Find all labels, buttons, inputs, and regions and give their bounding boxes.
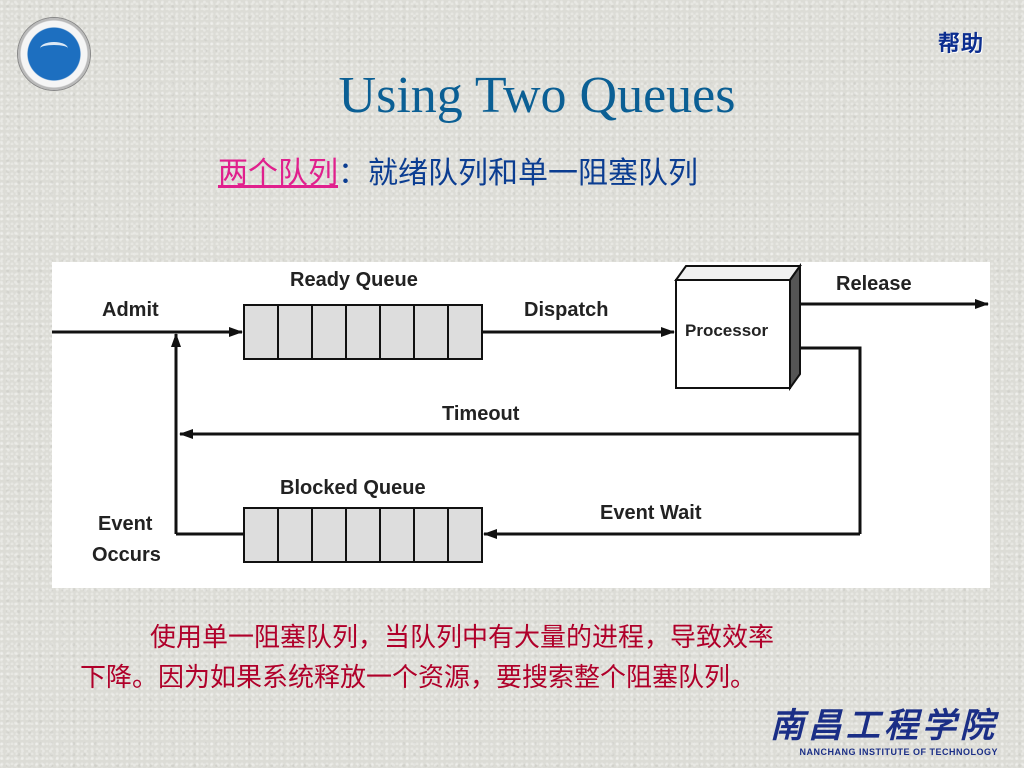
- blocked-queue-label: Blocked Queue: [280, 477, 426, 499]
- ready-queue: [243, 304, 483, 360]
- dispatch-label: Dispatch: [524, 299, 608, 321]
- processor-box: [674, 262, 802, 392]
- subtitle-text: ：就绪队列和单一阻塞队列: [338, 156, 698, 191]
- slide-title: Using Two Queues: [338, 67, 736, 124]
- processor-label: Processor: [685, 321, 769, 340]
- paragraph-line-2: 下降。因为如果系统释放一个资源，要搜索整个阻塞队列。: [80, 663, 757, 693]
- paragraph-line-1: 使用单一阻塞队列，当队列中有大量的进程，导致效率: [150, 623, 775, 653]
- school-footer-logo: 南昌工程学院 NANCHANG INSTITUTE OF TECHNOLOGY: [770, 698, 998, 757]
- subtitle-link[interactable]: 两个队列: [218, 156, 338, 191]
- blocked-queue: [243, 507, 483, 563]
- release-label: Release: [836, 273, 912, 295]
- explanation-paragraph: 使用单一阻塞队列，当队列中有大量的进程，导致效率 下降。因为如果系统释放一个资源…: [80, 618, 980, 698]
- processor-exit-line: [800, 346, 862, 534]
- school-name-en: NANCHANG INSTITUTE OF TECHNOLOGY: [799, 747, 998, 757]
- slide-subtitle: 两个队列：就绪队列和单一阻塞队列: [218, 148, 698, 192]
- event-wait-label: Event Wait: [600, 502, 702, 524]
- event-label: Event: [98, 513, 153, 535]
- timeout-label: Timeout: [442, 403, 520, 425]
- school-logo-icon: [18, 18, 90, 90]
- school-name-cn: 南昌工程学院: [770, 706, 998, 746]
- admit-label: Admit: [102, 299, 159, 321]
- ready-queue-label: Ready Queue: [290, 269, 418, 291]
- help-button[interactable]: 帮助: [937, 32, 984, 57]
- occurs-label: Occurs: [92, 544, 161, 566]
- queue-diagram: Admit Ready Queue Dispatch Processor Rel…: [52, 262, 990, 588]
